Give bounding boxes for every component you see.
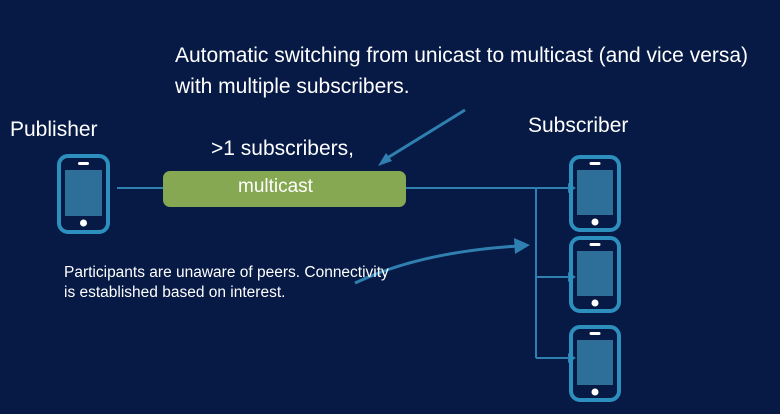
subscriber-label: Subscriber — [528, 114, 629, 137]
subscriber-phone-icon-1 — [569, 155, 621, 232]
callout-arrowhead-title — [378, 153, 392, 166]
callout-arrow-title — [383, 108, 466, 162]
multicast-label: multicast — [238, 176, 313, 197]
callout-arrowhead-note — [514, 238, 530, 254]
diagram-title: Automatic switching from unicast to mult… — [175, 44, 749, 98]
note-text: Participants are unaware of peers. Conne… — [64, 264, 389, 301]
publisher-label: Publisher — [10, 118, 98, 141]
multicast-pill: multicast — [163, 171, 406, 207]
publisher-phone-icon — [57, 154, 110, 234]
condition-label: >1 subscribers, — [211, 137, 354, 160]
subscriber-phone-icon-3 — [569, 325, 621, 402]
subscriber-phone-icon-2 — [569, 236, 621, 313]
callout-arrow-note — [354, 244, 519, 285]
